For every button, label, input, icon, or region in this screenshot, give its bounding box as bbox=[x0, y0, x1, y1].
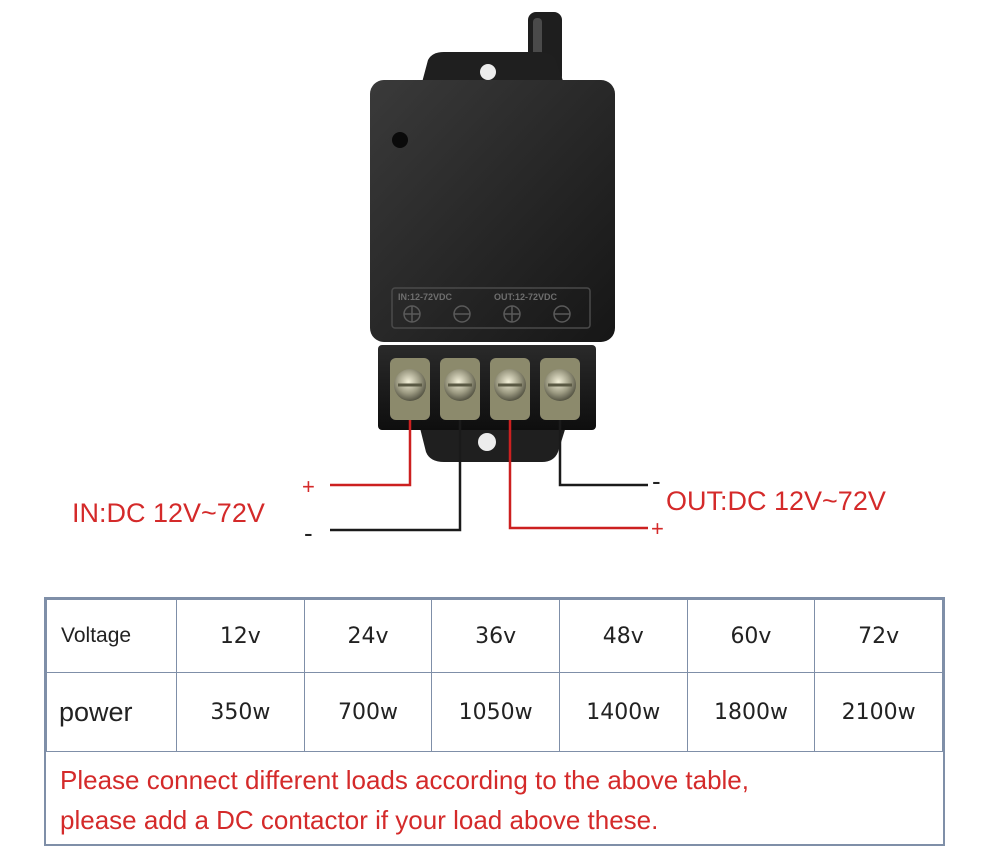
voltage-row: Voltage 12v 24v 36v 48v 60v 72v bbox=[46, 599, 943, 673]
wire-in-plus bbox=[330, 420, 412, 487]
load-note: Please connect different loads according… bbox=[46, 752, 943, 840]
power-cell: 2100w bbox=[814, 672, 943, 752]
mounting-hole-bottom bbox=[478, 433, 496, 451]
relay-diagram: IN:12-72VDC OUT:12-72VDC bbox=[72, 12, 886, 548]
status-led-hole bbox=[392, 132, 408, 148]
power-cell: 1050w bbox=[431, 672, 560, 752]
power-row: power 350w 700w 1050w 1400w 1800w 2100w bbox=[46, 672, 943, 752]
voltage-cell: 36v bbox=[431, 599, 560, 673]
load-note-line-1: Please connect different loads according… bbox=[60, 765, 749, 795]
voltage-cell: 24v bbox=[303, 599, 433, 673]
power-header: power bbox=[46, 672, 177, 752]
in-minus-sign: - bbox=[304, 518, 313, 548]
out-plus-sign: + bbox=[651, 516, 664, 541]
voltage-cell: 48v bbox=[558, 599, 688, 673]
load-note-line-2: please add a DC contactor if your load a… bbox=[60, 805, 659, 835]
output-voltage-label: OUT:DC 12V~72V bbox=[666, 486, 886, 516]
wire-in-minus bbox=[330, 420, 462, 532]
terminal-in-label: IN:12-72VDC bbox=[398, 292, 453, 302]
terminal-screws bbox=[390, 358, 580, 420]
terminal-screw-in-plus bbox=[390, 358, 430, 420]
out-minus-sign: - bbox=[652, 466, 661, 496]
polarity-symbols bbox=[403, 305, 571, 323]
power-spec-table: Voltage 12v 24v 36v 48v 60v 72v power 35… bbox=[44, 597, 945, 846]
power-cell: 1400w bbox=[558, 672, 688, 752]
terminal-screw-in-minus bbox=[440, 358, 480, 420]
wire-out-plus bbox=[508, 420, 648, 530]
power-cell: 1800w bbox=[686, 672, 816, 752]
in-plus-sign: + bbox=[302, 474, 315, 499]
relay-case bbox=[370, 80, 615, 342]
voltage-cell: 60v bbox=[686, 599, 816, 673]
terminal-out-label: OUT:12-72VDC bbox=[494, 292, 558, 302]
wire-out-minus bbox=[558, 420, 648, 487]
power-cell: 350w bbox=[176, 672, 305, 752]
voltage-cell: 72v bbox=[814, 599, 943, 673]
terminal-screw-out-minus bbox=[540, 358, 580, 420]
voltage-header: Voltage bbox=[46, 599, 177, 673]
power-cell: 700w bbox=[303, 672, 433, 752]
input-voltage-label: IN:DC 12V~72V bbox=[72, 498, 265, 528]
voltage-cell: 12v bbox=[176, 599, 305, 673]
terminal-screw-out-plus bbox=[490, 358, 530, 420]
mounting-hole-top bbox=[480, 64, 496, 80]
